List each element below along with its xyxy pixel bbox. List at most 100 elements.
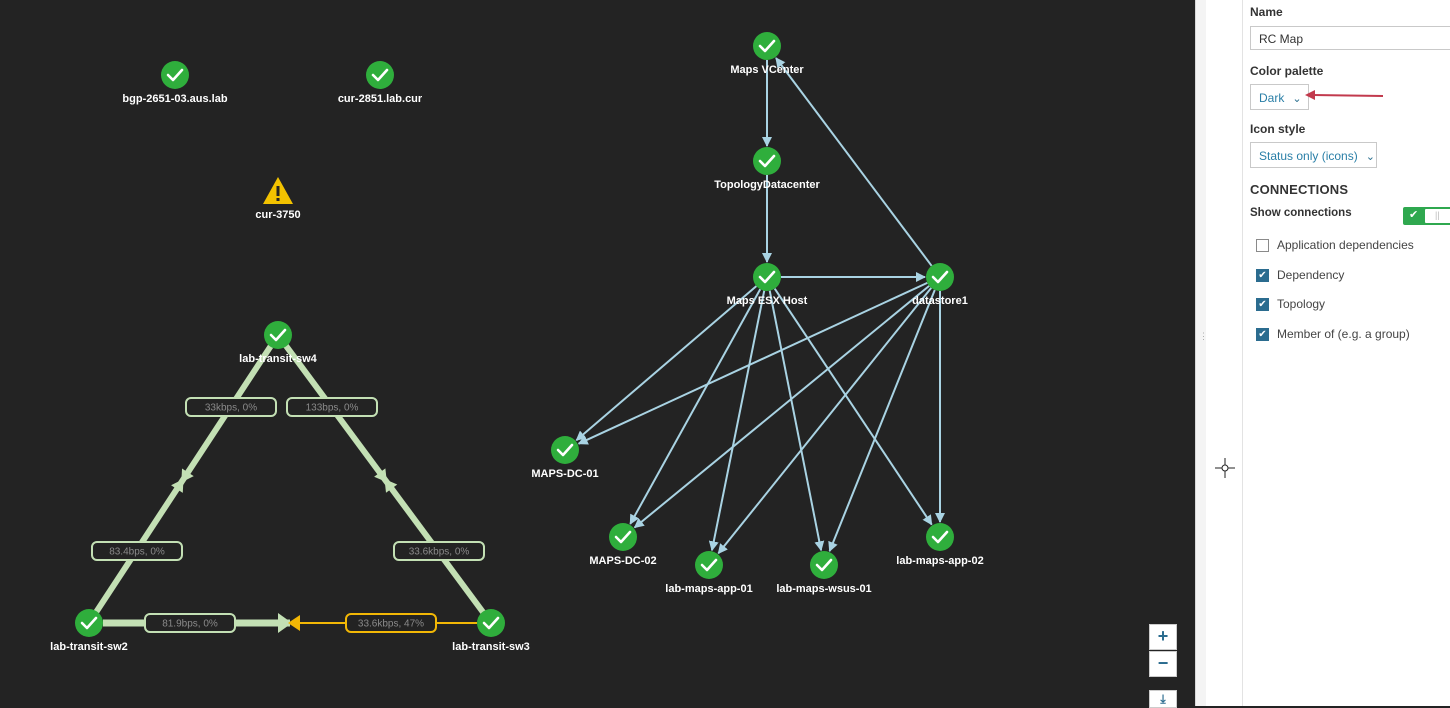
link-arrow xyxy=(278,613,292,633)
chevron-down-icon: ⌄ xyxy=(1292,93,1302,105)
panel-gutter xyxy=(1206,0,1243,706)
map-node-vcenter[interactable]: Maps VCenter xyxy=(730,32,804,76)
name-label: Name xyxy=(1250,5,1283,19)
map-node-ds1[interactable]: datastore1 xyxy=(912,263,968,307)
dependency-edge-ds1-vcenter[interactable] xyxy=(775,57,933,267)
dependency-edge-esx-app02[interactable] xyxy=(773,288,933,526)
dependency-edge-ds1-dc01[interactable] xyxy=(577,281,928,445)
color-palette-select[interactable]: Dark ⌄ xyxy=(1250,84,1309,110)
map-node-bgp[interactable]: bgp-2651-03.aus.lab xyxy=(122,61,228,105)
node-label: lab-maps-wsus-01 xyxy=(776,583,871,595)
grip-icon: ⋮ xyxy=(1199,331,1208,341)
connections-heading: CONNECTIONS xyxy=(1250,182,1349,197)
map-svg: 33kbps, 0% 133bps, 0% 83.4bps, 0% 33.6kbps,… xyxy=(50,32,984,653)
check-circle-icon xyxy=(753,263,781,291)
check-circle-icon xyxy=(366,61,394,89)
color-palette-value: Dark xyxy=(1259,91,1285,105)
annotation-arrow xyxy=(1305,90,1384,100)
link-arrow-warning xyxy=(288,615,300,631)
map-node-sw4[interactable]: lab-transit-sw4 xyxy=(239,321,318,365)
link-label-text: 33.6kbps, 0% xyxy=(409,547,470,558)
node-label: lab-transit-sw2 xyxy=(50,641,128,653)
dependency-edge-esx-dc01[interactable] xyxy=(575,285,758,442)
icon-style-select[interactable]: Status only (icons)⌄ xyxy=(1250,142,1377,168)
connection-option[interactable]: ✔ Topology xyxy=(1256,296,1325,312)
link-label-text: 83.4bps, 0% xyxy=(109,547,165,558)
checkbox-label: Dependency xyxy=(1277,268,1345,282)
dependency-edge-ds1-dc02[interactable] xyxy=(633,285,930,529)
checkmark-icon: ✔ xyxy=(1258,328,1267,340)
checkbox[interactable]: ✔ xyxy=(1256,327,1269,341)
node-label: cur-2851.lab.cur xyxy=(338,93,423,105)
map-node-sw3[interactable]: lab-transit-sw3 xyxy=(452,609,530,653)
fit-icon: ⤓ xyxy=(1160,692,1166,706)
map-node-wsus01[interactable]: lab-maps-wsus-01 xyxy=(776,551,872,595)
link-labels: 33kbps, 0% 133bps, 0% 83.4bps, 0% 33.6kbps,… xyxy=(91,397,485,633)
check-circle-icon xyxy=(926,523,954,551)
checkmark-icon: ✔ xyxy=(1258,298,1267,310)
link-label[interactable]: 133bps, 0% xyxy=(286,397,378,417)
checkbox[interactable] xyxy=(1256,238,1269,252)
link-label[interactable]: 33kbps, 0% xyxy=(185,397,277,417)
map-node-app01[interactable]: lab-maps-app-01 xyxy=(665,551,753,595)
map-node-dc02[interactable]: MAPS-DC-02 xyxy=(589,523,657,567)
check-circle-icon xyxy=(161,61,189,89)
fit-to-screen-button[interactable]: ⤓ xyxy=(1149,690,1177,708)
connection-option[interactable]: ✔ Member of (e.g. a group) xyxy=(1256,326,1410,342)
link-midpoint-arrows xyxy=(171,468,194,493)
checkbox-label: Member of (e.g. a group) xyxy=(1277,327,1410,341)
link-label-text: 33.6kbps, 47% xyxy=(358,619,424,630)
checkbox-label: Topology xyxy=(1277,297,1326,311)
check-circle-icon xyxy=(753,32,781,60)
map-node-esx[interactable]: Maps ESX Host xyxy=(727,263,808,307)
name-input[interactable]: RC Map xyxy=(1250,26,1450,50)
properties-panel: Name RC Map Color palette Dark⌄ Icon sty… xyxy=(1243,0,1450,706)
dependency-edge-esx-wsus01[interactable] xyxy=(768,290,825,552)
link-label[interactable]: 33.6kbps, 0% xyxy=(393,541,485,561)
show-connections-toggle[interactable]: ✔ || xyxy=(1403,207,1450,225)
map-node-topodc[interactable]: TopologyDatacenter xyxy=(714,147,820,191)
check-circle-icon xyxy=(264,321,292,349)
checkbox[interactable]: ✔ xyxy=(1256,297,1269,311)
node-label: Maps ESX Host xyxy=(727,295,808,307)
dependency-edges xyxy=(575,57,945,555)
check-circle-icon xyxy=(75,609,103,637)
node-label: lab-maps-app-02 xyxy=(896,555,983,567)
dependency-edge-ds1-wsus01[interactable] xyxy=(828,289,936,553)
check-circle-icon xyxy=(926,263,954,291)
map-node-cur2851[interactable]: cur-2851.lab.cur xyxy=(338,61,423,105)
zoom-out-button[interactable]: − xyxy=(1149,651,1177,677)
checkbox-label: Application dependencies xyxy=(1277,238,1414,252)
link-label[interactable]: 81.9bps, 0% xyxy=(144,613,236,633)
node-label: bgp-2651-03.aus.lab xyxy=(122,93,227,105)
map-node-dc01[interactable]: MAPS-DC-01 xyxy=(531,436,599,480)
zoom-in-button[interactable]: + xyxy=(1149,624,1177,650)
check-circle-icon xyxy=(551,436,579,464)
warning-triangle-icon xyxy=(263,177,293,204)
icon-style-value: Status only (icons) xyxy=(1259,149,1358,163)
map-canvas[interactable]: 33kbps, 0% 133bps, 0% 83.4bps, 0% 33.6kbps,… xyxy=(0,0,1195,708)
checkbox[interactable]: ✔ xyxy=(1256,268,1269,282)
dependency-edge-esx-dc02[interactable] xyxy=(629,288,762,525)
node-label: datastore1 xyxy=(912,295,968,307)
topology-links xyxy=(86,333,494,633)
show-connections-label: Show connections xyxy=(1250,207,1352,219)
node-label: cur-3750 xyxy=(255,209,300,221)
map-node-cur3750[interactable]: cur-3750 xyxy=(255,177,301,221)
connection-option[interactable]: Application dependencies xyxy=(1256,237,1414,253)
node-label: lab-transit-sw3 xyxy=(452,641,530,653)
map-node-app02[interactable]: lab-maps-app-02 xyxy=(896,523,984,567)
dependency-edge-esx-app01[interactable] xyxy=(708,290,766,552)
link-label[interactable]: 33.6kbps, 47% xyxy=(345,613,437,633)
connection-option[interactable]: ✔ Dependency xyxy=(1256,267,1344,283)
link-midpoint-arrows xyxy=(374,468,398,493)
node-label: TopologyDatacenter xyxy=(714,179,820,191)
check-circle-icon xyxy=(753,147,781,175)
dependency-edge-ds1-app01[interactable] xyxy=(717,287,933,555)
node-label: MAPS-DC-02 xyxy=(589,555,656,567)
node-label: lab-transit-sw4 xyxy=(239,353,318,365)
link-label[interactable]: 83.4bps, 0% xyxy=(91,541,183,561)
map-node-sw2[interactable]: lab-transit-sw2 xyxy=(50,609,128,653)
icon-style-label: Icon style xyxy=(1250,122,1306,136)
panel-resize-handle[interactable]: ⋮ xyxy=(1195,0,1208,706)
